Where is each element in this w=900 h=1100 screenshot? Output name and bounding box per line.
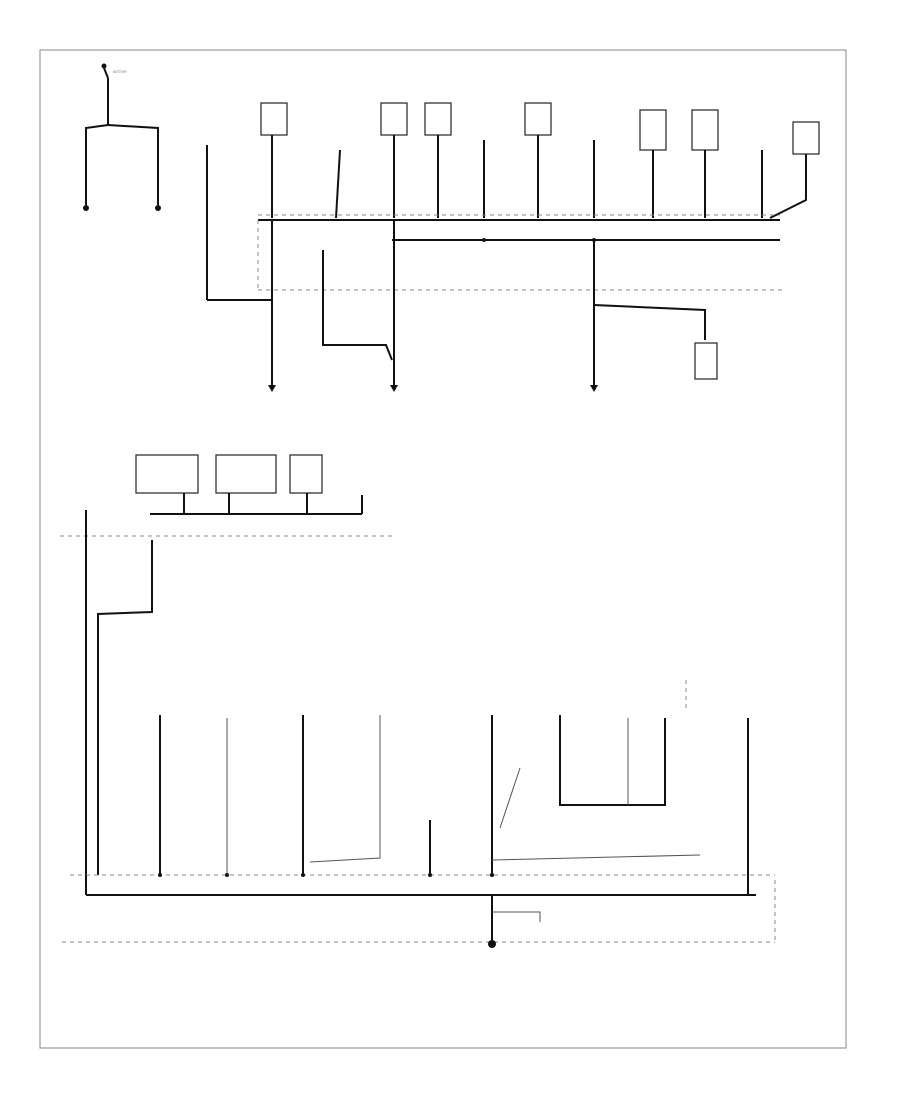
component-box-4	[524, 102, 552, 136]
ground-symbol-3	[590, 385, 598, 392]
ground-symbol-1	[268, 385, 276, 392]
main-ground-wire-right	[97, 540, 153, 875]
battery-terminal	[101, 63, 107, 69]
splice-dot-1	[482, 238, 486, 242]
top-wires	[206, 135, 807, 301]
battery-group: BATTERY	[83, 63, 161, 211]
battery-label: BATTERY	[113, 70, 127, 74]
ground-point-right	[155, 205, 161, 211]
component-box-6	[691, 109, 719, 151]
diagram-frame	[39, 49, 847, 1049]
wire-t	[309, 715, 381, 863]
bus-dot-1	[158, 873, 162, 877]
bottom-components	[159, 680, 749, 875]
wire-loop	[559, 715, 666, 806]
bus-dot-4	[428, 873, 432, 877]
bottom-ground-bus	[62, 873, 776, 948]
top-components	[260, 102, 820, 155]
branch-wire	[593, 304, 706, 340]
component-box-5	[639, 109, 667, 151]
component-box-9	[135, 454, 199, 494]
component-box-11	[289, 454, 323, 494]
battery-terminal-wire	[103, 67, 109, 79]
wire-diagonal	[499, 767, 521, 829]
ground-point-left	[83, 205, 89, 211]
component-box-1	[260, 102, 288, 136]
middle-section	[258, 220, 785, 392]
second-section	[60, 454, 395, 875]
wire-v-branch	[491, 854, 701, 861]
battery-ground-wire-right	[107, 124, 159, 205]
wire-l	[769, 154, 807, 219]
battery-ground-wire-left	[85, 124, 109, 205]
component-box-8	[694, 342, 718, 380]
ground-symbol-2	[390, 385, 398, 392]
bus-dot-3	[301, 873, 305, 877]
component-box-3	[424, 102, 452, 136]
top-splice-bus	[257, 214, 780, 290]
component-box-2	[380, 102, 408, 136]
component-box-10	[215, 454, 277, 494]
wire-c	[335, 149, 341, 219]
jumper-wire	[322, 250, 393, 361]
component-box-7	[792, 121, 820, 155]
bus-dot-5	[490, 873, 494, 877]
ground-branch	[492, 911, 541, 922]
main-ground-point	[488, 940, 496, 948]
bus-dot-2	[225, 873, 229, 877]
